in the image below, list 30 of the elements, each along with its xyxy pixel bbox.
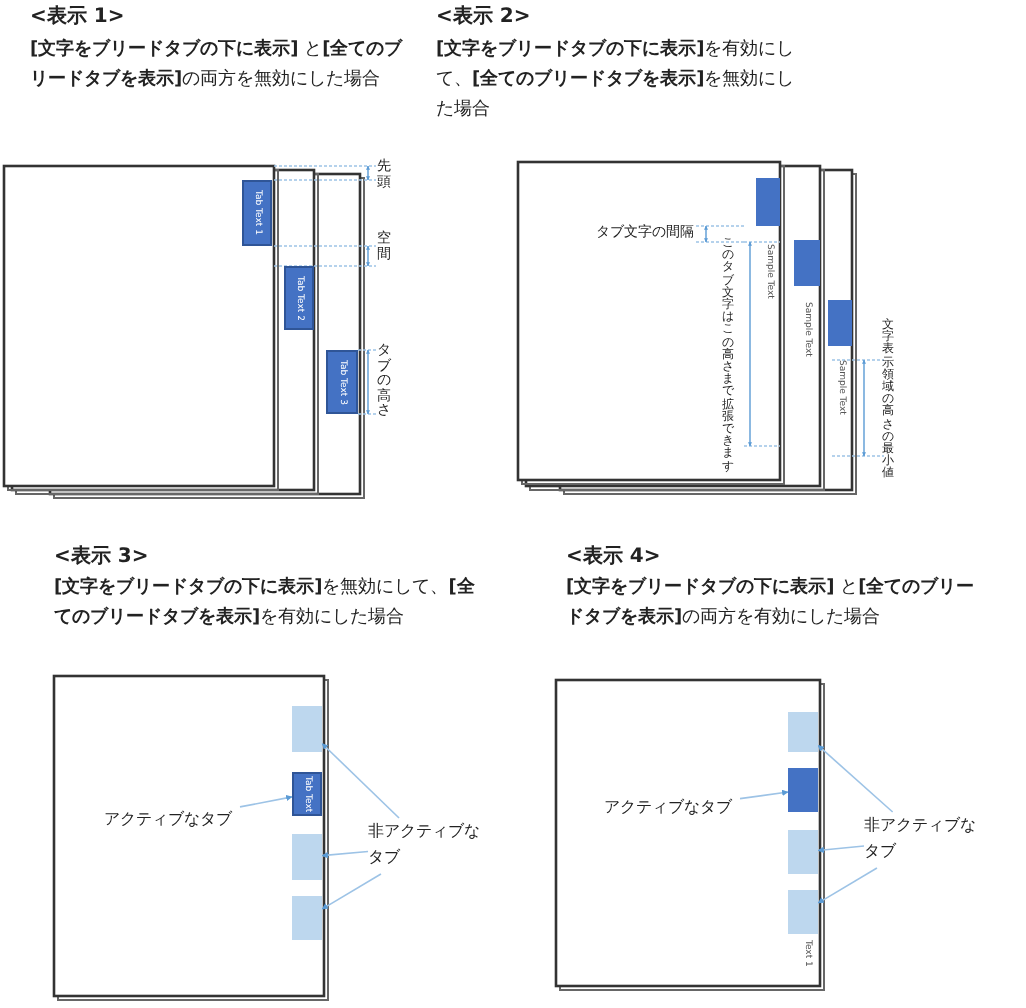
inactive-tab (788, 890, 818, 934)
leader-line (817, 867, 878, 904)
inactive-tab (292, 706, 322, 752)
inactive-tab (788, 712, 818, 752)
panel-number: <表示 1> (30, 6, 127, 30)
bleed-tab (828, 300, 852, 346)
bleed-tab (794, 240, 820, 286)
panel-heading: [文字をブリードタブの下に表示]を有効にして、[全てのブリードタブを表示]を無効にした場合 (436, 36, 797, 124)
inactive-tab (292, 834, 322, 880)
callout-text: アクティブなタブ (104, 806, 240, 834)
leader-line (817, 744, 894, 813)
inactive-tab (788, 830, 818, 874)
leader-line (321, 742, 400, 819)
panel-number: <表示 2> (436, 6, 533, 30)
callout-text: アクティブなタブ (604, 794, 740, 822)
leader-line (817, 845, 865, 854)
leader-line (321, 873, 382, 910)
callout-text: 非アクティブなタブ (864, 812, 984, 868)
panel-heading: [文字をブリードタブの下に表示] と[全てのブリードタブを表示]の両方を無効にした場合 (30, 36, 405, 94)
panel-number: <表示 4> (566, 546, 663, 570)
bleed-tab (788, 768, 818, 812)
bleed-tab (756, 178, 780, 226)
callout-text: 非アクティブなタブ (368, 818, 488, 874)
leader-line (739, 789, 789, 800)
panel-heading: [文字をブリードタブの下に表示] と[全てのブリードタブを表示]の両方を有効にした場合 (566, 574, 976, 632)
leader-line (321, 850, 369, 859)
panel-heading: [文字をブリードタブの下に表示]を無効にして、[全てのブリードタブを表示]を有効にした場合 (54, 574, 477, 632)
panel-number: <表示 3> (54, 546, 151, 570)
inactive-tab (292, 896, 322, 940)
leader-line (239, 794, 293, 808)
